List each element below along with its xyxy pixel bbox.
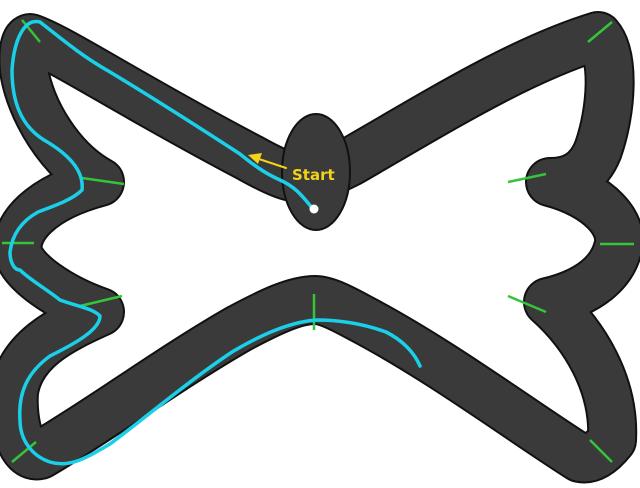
checkpoint-line: [11, 441, 37, 463]
car-path: [8, 19, 422, 466]
car-dot-icon: [309, 204, 319, 214]
checkpoint-lines: [2, 19, 634, 463]
start-pad: [281, 113, 351, 231]
checkpoint-line: [81, 176, 125, 186]
checkpoint-line: [79, 294, 123, 308]
checkpoint-line: [589, 439, 613, 463]
track-surface: [0, 13, 640, 482]
checkpoint-line: [21, 19, 41, 43]
start-label: Start: [292, 166, 335, 184]
arrow-left-icon: [248, 153, 287, 169]
checkpoint-line: [587, 21, 613, 43]
checkpoint-line: [507, 172, 547, 184]
checkpoint-line: [507, 294, 547, 314]
